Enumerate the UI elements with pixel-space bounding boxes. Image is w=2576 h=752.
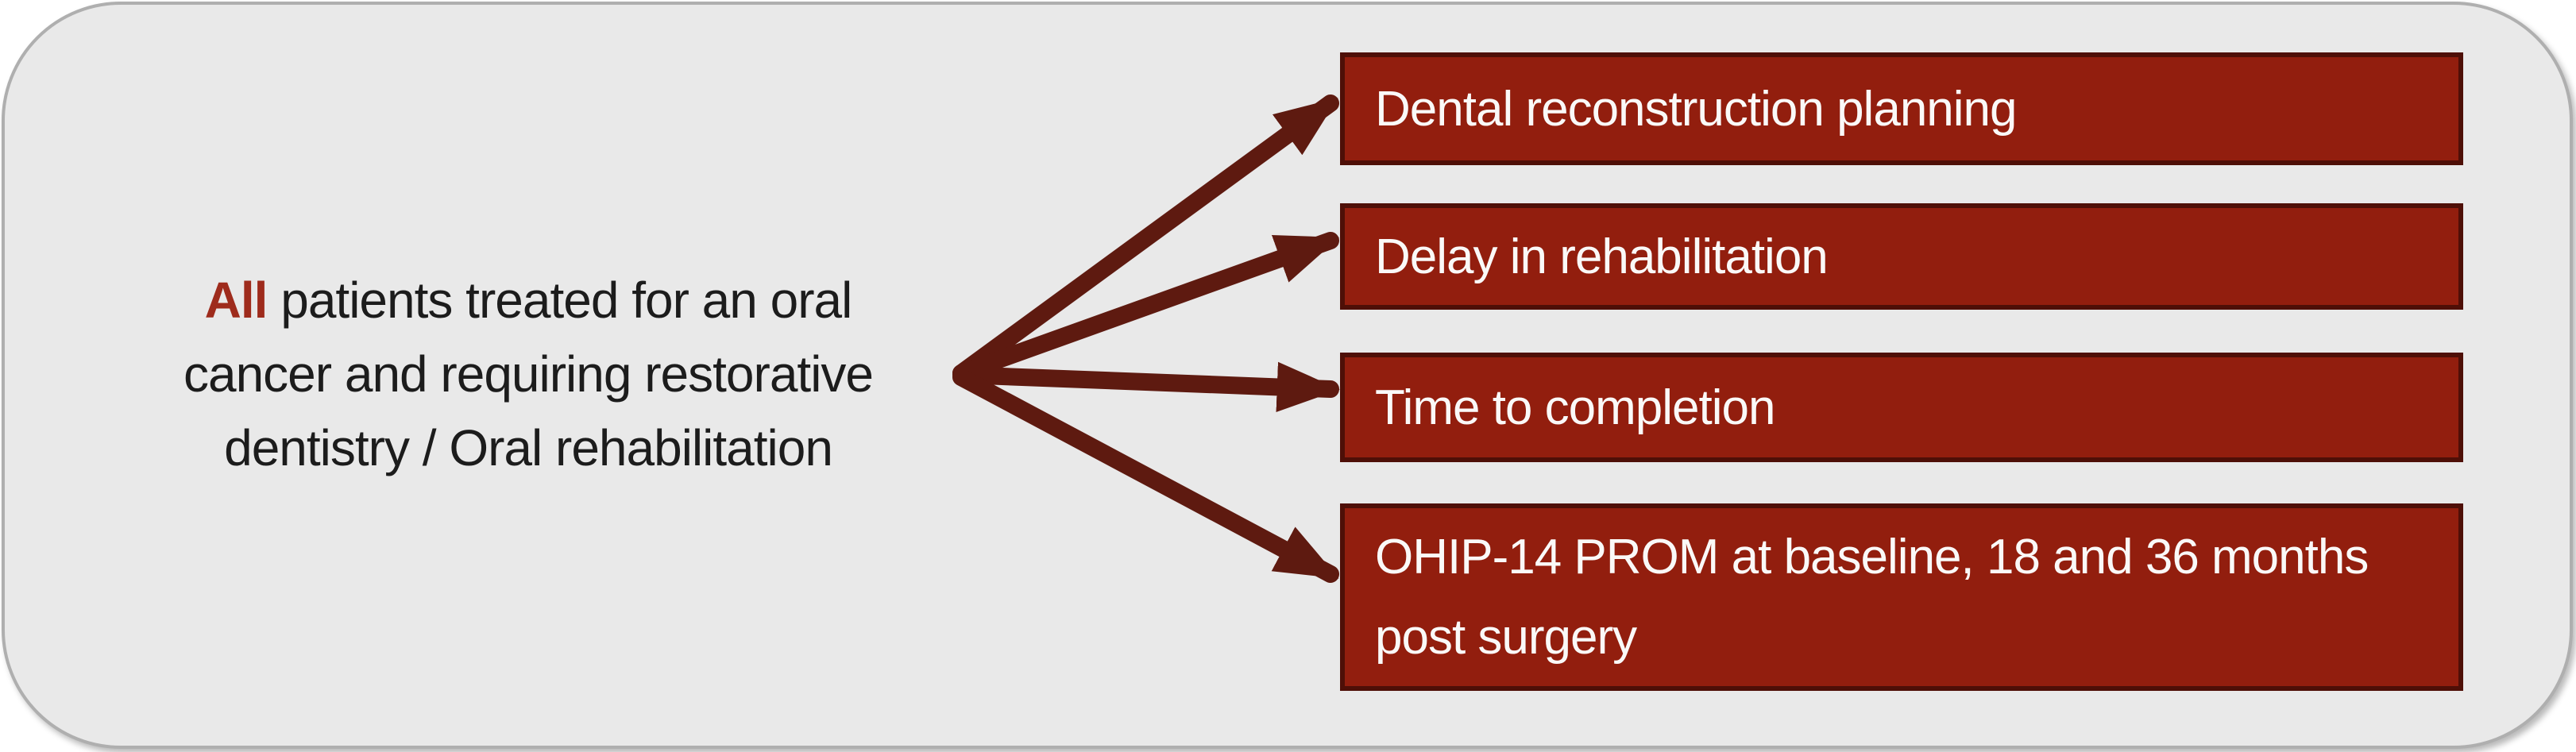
outcome-label: OHIP-14 PROM at baseline, 18 and 36 mont… <box>1375 530 2369 665</box>
population-line1: patients treated for an oral <box>267 272 852 329</box>
outcome-box-ohip-prom: OHIP-14 PROM at baseline, 18 and 36 mont… <box>1340 503 2463 691</box>
outcome-label: Time to completion <box>1375 380 1775 435</box>
population-text: All patients treated for an oral cancer … <box>56 264 1001 485</box>
outcome-box-dental-reconstruction: Dental reconstruction planning <box>1340 52 2463 165</box>
outcome-label: Dental reconstruction planning <box>1375 81 2018 137</box>
outcome-box-time-to-completion: Time to completion <box>1340 353 2463 462</box>
population-highlight: All <box>204 272 268 329</box>
outcome-label: Delay in rehabilitation <box>1375 229 1829 284</box>
outcome-box-delay-rehabilitation: Delay in rehabilitation <box>1340 203 2463 310</box>
population-line3: dentistry / Oral rehabilitation <box>224 419 833 476</box>
population-line2: cancer and requiring restorative <box>183 345 874 403</box>
